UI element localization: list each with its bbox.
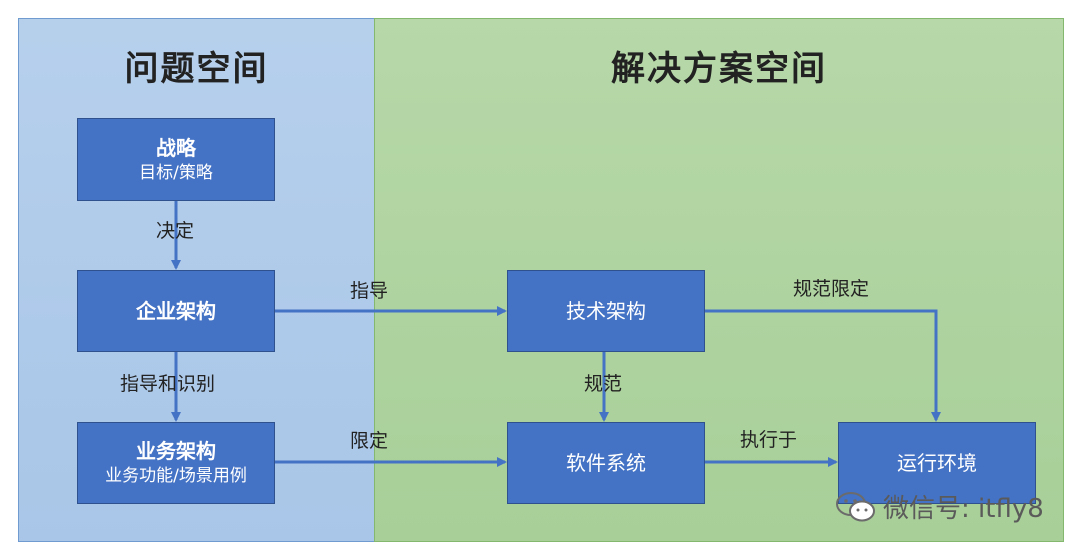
edge-label-spec: 规范 xyxy=(584,373,623,395)
problem-space-title: 问题空间 xyxy=(124,49,269,89)
strategy-box: 战略 目标/策略 xyxy=(77,118,275,201)
enterprise-architecture-box: 企业架构 xyxy=(77,270,275,352)
enterprise-architecture-title: 企业架构 xyxy=(136,299,216,323)
wechat-icon xyxy=(836,491,875,521)
edge-label-guide: 指导 xyxy=(350,280,389,302)
technical-architecture-title: 技术架构 xyxy=(566,299,646,323)
edge-label-execute-on: 执行于 xyxy=(740,429,798,451)
arrow-tech-to-runtime xyxy=(705,309,941,422)
software-system-title: 软件系统 xyxy=(566,451,646,475)
strategy-title: 战略 xyxy=(156,135,196,160)
business-architecture-box: 业务架构 业务功能/场景用例 xyxy=(77,422,275,504)
watermark: 微信号: itfly8 xyxy=(835,488,1044,525)
business-architecture-title: 业务架构 xyxy=(136,439,216,463)
business-architecture-subtitle: 业务功能/场景用例 xyxy=(105,466,247,486)
technical-architecture-box: 技术架构 xyxy=(507,270,705,352)
solution-space-title: 解决方案空间 xyxy=(611,49,827,89)
software-system-box: 软件系统 xyxy=(507,422,705,504)
edge-label-spec-limit: 规范限定 xyxy=(793,278,870,300)
edge-label-guide-identify: 指导和识别 xyxy=(120,373,216,395)
edge-label-limit: 限定 xyxy=(350,430,389,452)
strategy-subtitle: 目标/策略 xyxy=(139,162,213,183)
edge-label-decide: 决定 xyxy=(156,220,195,242)
runtime-environment-title: 运行环境 xyxy=(897,451,977,475)
runtime-environment-box: 运行环境 xyxy=(838,422,1036,504)
watermark-text: 微信号: itfly8 xyxy=(883,494,1044,524)
